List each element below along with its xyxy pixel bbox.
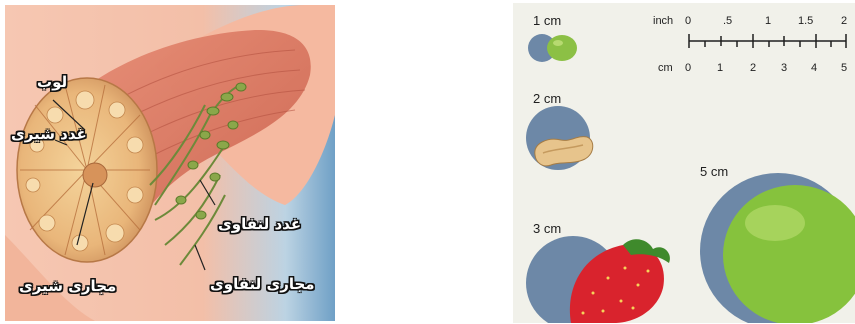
breast-anatomy-illustration: لوب غدد شیری غدد لنفاوی مجاری شیری مجاری… <box>5 5 335 321</box>
inch-tick: 2 <box>841 15 847 27</box>
label-lymph-ducts: مجاری لنفاوی <box>210 275 315 293</box>
size-comparison-drawing: inch 0 .5 1 1.5 2 cm 0 1 2 3 4 5 <box>513 3 855 323</box>
label-lobe: لوب <box>37 73 67 91</box>
inch-tick: .5 <box>723 15 732 27</box>
ruler-inch-unit: inch <box>653 15 673 27</box>
anatomy-drawing <box>5 5 335 321</box>
cm-tick: 4 <box>811 62 817 74</box>
size-label-3cm: 3 cm <box>533 221 561 236</box>
cm-tick: 1 <box>717 62 723 74</box>
peanut-icon <box>535 137 593 166</box>
cm-tick: 5 <box>841 62 847 74</box>
cm-tick: 3 <box>781 62 787 74</box>
size-label-1cm: 1 cm <box>533 13 561 28</box>
label-milk-ducts: مجاری شیری <box>19 277 116 295</box>
label-lymph-nodes: غدد لنفاوی <box>218 215 301 233</box>
pea-icon <box>547 35 577 61</box>
inch-tick: 0 <box>685 15 691 27</box>
size-comparison-panel: inch 0 .5 1 1.5 2 cm 0 1 2 3 4 5 1 cm 2 … <box>513 3 855 323</box>
size-label-2cm: 2 cm <box>533 91 561 106</box>
label-mammary-gland: غدد شیری <box>11 125 87 143</box>
ruler-cm-unit: cm <box>658 62 673 74</box>
nipple <box>83 163 107 187</box>
cm-tick: 2 <box>750 62 756 74</box>
cm-tick: 0 <box>685 62 691 74</box>
inch-tick: 1.5 <box>798 15 813 27</box>
inch-tick: 1 <box>765 15 771 27</box>
ruler: inch 0 .5 1 1.5 2 cm 0 1 2 3 4 5 <box>653 15 847 74</box>
size-label-5cm: 5 cm <box>700 164 728 179</box>
